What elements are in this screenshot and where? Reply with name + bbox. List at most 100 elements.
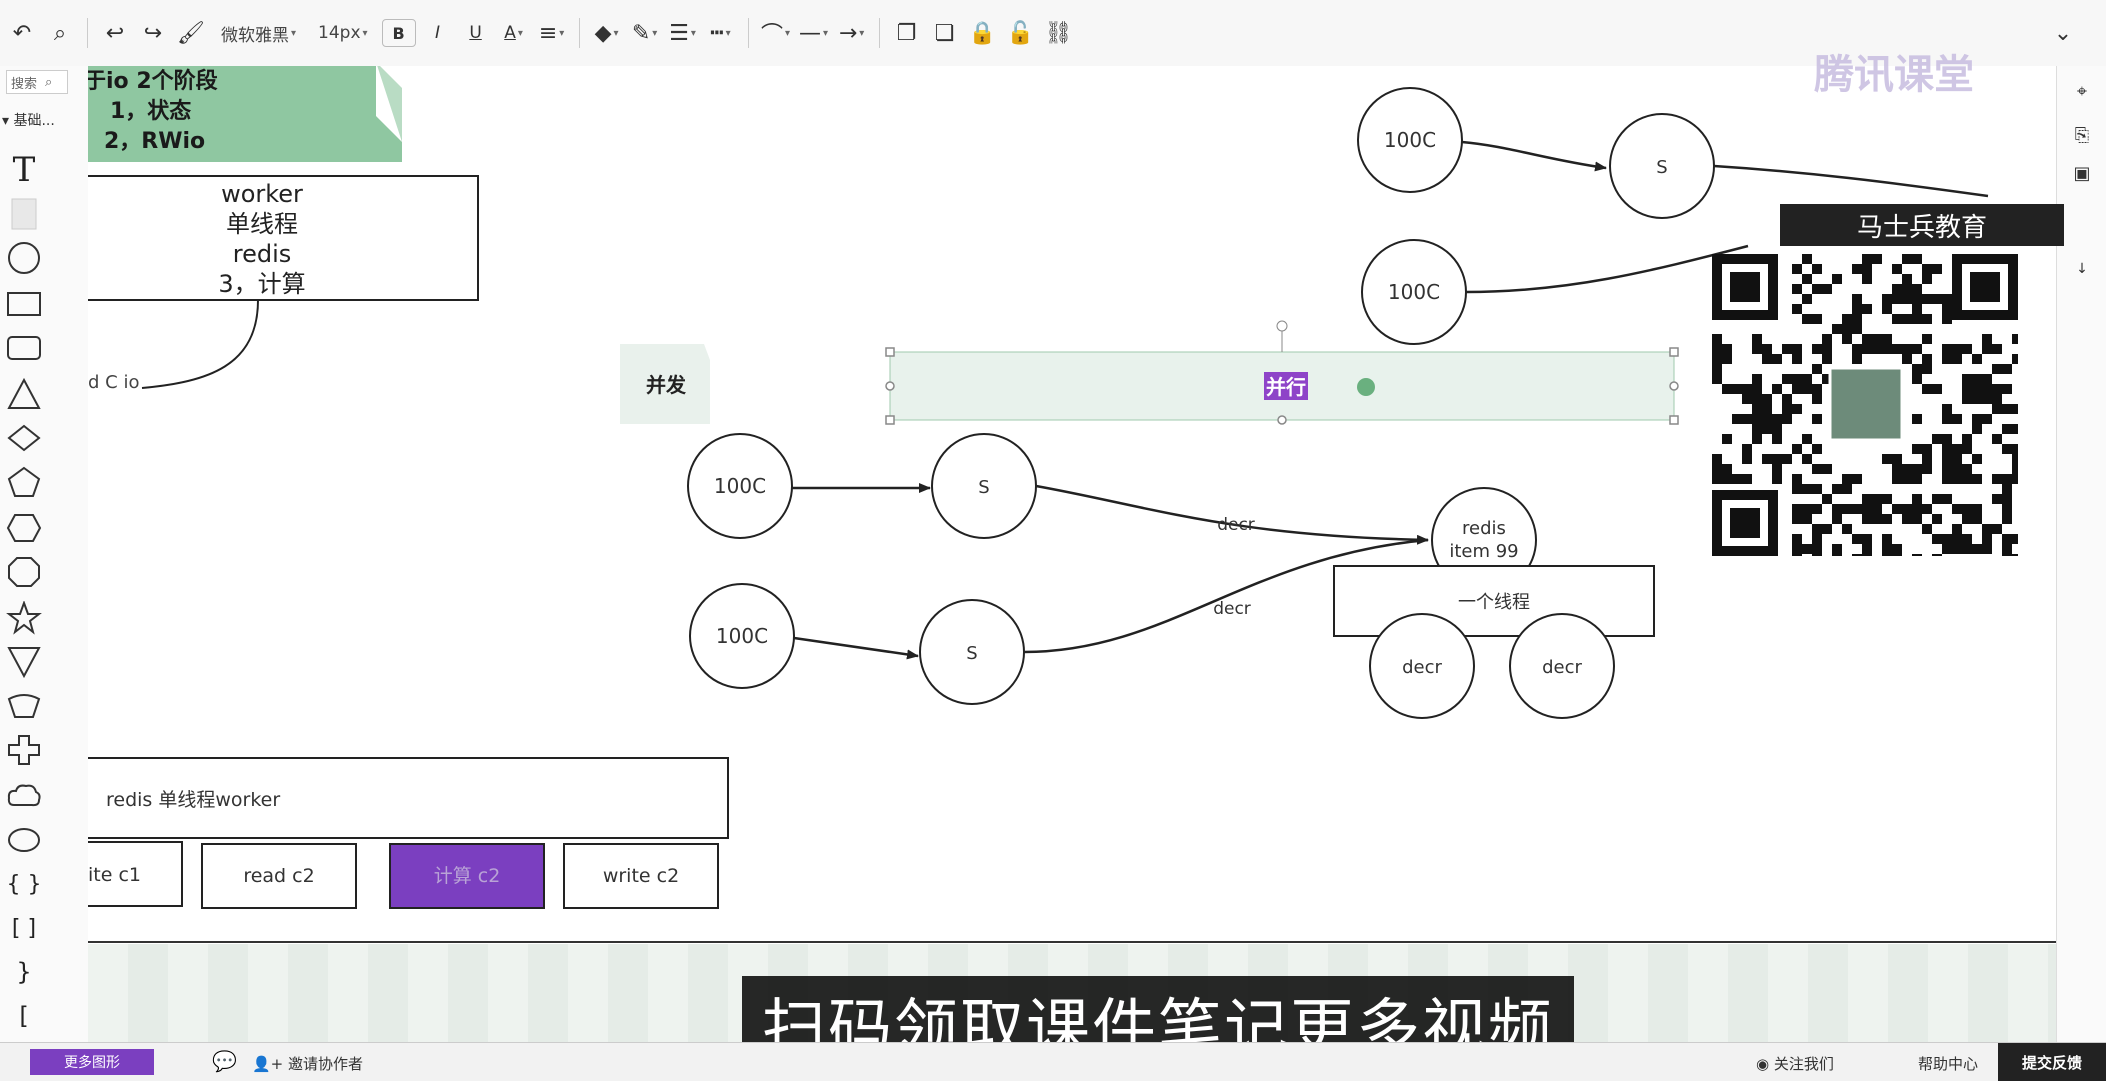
undo-icon[interactable]: ↶ [12,20,32,46]
edge-row2[interactable] [793,636,919,660]
text-shape-icon[interactable]: T [12,150,36,190]
style-panel-icon[interactable]: ⎘ [2074,124,2090,146]
expand-down-icon[interactable]: ↓ [2076,261,2088,277]
trapezoid-shape-icon[interactable] [4,686,44,726]
chat-icon[interactable]: 💬 [212,1049,237,1073]
send-back-icon[interactable]: ❏ [934,20,955,46]
format-painter-icon[interactable]: 🖌 [177,20,205,46]
qr-module [1812,534,1822,544]
page-panel-icon[interactable]: ▣ [2073,162,2091,184]
ellipse-shape-icon[interactable] [4,820,44,860]
node-100c-row1[interactable]: 100C [687,433,793,539]
node-100c-top1[interactable]: 100C [1357,87,1463,193]
note-concurrency-label: 并发 [646,373,687,397]
fill-color-icon[interactable]: ◆▾ [594,20,619,46]
line-color-icon[interactable]: ✎▾ [631,20,658,46]
resize-handle[interactable] [1669,347,1679,357]
worker-line-4: 3，计算 [218,270,305,298]
qr-module [1952,504,1962,514]
help-center-link[interactable]: 帮助中心 [1918,1053,1978,1074]
edge-decr-1[interactable] [1035,484,1429,545]
step-compute-c2[interactable]: 计算 c2 [389,843,545,909]
worker-bar[interactable]: redis 单线程worker [88,757,729,839]
edge-decr-2[interactable] [1023,538,1429,654]
font-color-button[interactable]: A▾ [498,13,530,53]
note-concurrency[interactable]: 并发 [620,344,710,424]
rectangle-shape-icon[interactable] [4,284,44,324]
underline-button[interactable]: U [469,23,482,43]
bracket-left-shape-icon[interactable]: [ [19,1002,29,1030]
lock-icon[interactable]: 🔒 [968,20,997,46]
brackets-shape-icon[interactable]: [ ] [11,915,37,941]
node-s-top1[interactable]: S [1609,113,1715,219]
cloud-shape-icon[interactable] [4,776,44,816]
octagon-shape-icon[interactable] [4,552,44,592]
unlock-icon[interactable]: 🔓 [1006,20,1035,46]
bring-front-icon[interactable]: ❐ [896,20,917,46]
rounded-rectangle-shape-icon[interactable] [4,328,44,368]
resize-handle[interactable] [885,381,895,391]
resize-handle[interactable] [1277,415,1287,425]
brace-right-shape-icon[interactable]: } [16,958,32,986]
line-style-icon[interactable]: ┅▾ [710,20,731,46]
triangle-shape-icon[interactable] [4,374,44,414]
inverted-triangle-shape-icon[interactable] [4,642,44,682]
resize-handle[interactable] [885,347,895,357]
resize-handle[interactable] [885,415,895,425]
node-s-row2[interactable]: S [919,599,1025,705]
crosshair-icon[interactable]: ⌖ [2076,80,2088,102]
resize-handle[interactable] [1669,381,1679,391]
note-io-stages[interactable]: 于io 2个阶段 1，状态 2，RWio [88,66,402,162]
diamond-shape-icon[interactable] [4,418,44,458]
qr-module [1802,254,1812,264]
connector-curve-icon[interactable]: ⌒▾ [761,23,791,48]
star-shape-icon[interactable] [4,598,44,638]
qr-module [2012,424,2022,434]
arrow-end-icon[interactable]: →▾ [838,20,865,46]
font-size-select[interactable]: 14px▾ [310,13,376,53]
rotate-handle[interactable] [1276,320,1288,332]
step-write-c2[interactable]: write c2 [563,843,719,909]
node-s-row1[interactable]: S [931,433,1037,539]
worker-connector[interactable] [141,299,259,389]
step-write-c1[interactable]: ite c1 [88,841,183,907]
node-100c-top2[interactable]: 100C [1361,239,1467,345]
qr-module [1962,464,1972,474]
node-decr-right[interactable]: decr [1509,613,1615,719]
submit-feedback-button[interactable]: 提交反馈 [1998,1043,2106,1081]
step-read-c2[interactable]: read c2 [201,843,357,909]
selected-textbox[interactable]: 并行 [885,320,1679,425]
edge-top1[interactable] [1461,140,1607,172]
hexagon-shape-icon[interactable] [4,508,44,548]
qr-module [1812,544,1822,554]
node-100c-row2[interactable]: 100C [689,583,795,689]
undo-arrow-icon[interactable]: ↩ [105,20,125,46]
follow-us-button[interactable]: ◉ 关注我们 [1756,1053,1834,1074]
braces-shape-icon[interactable]: { } [6,871,42,897]
edge-top1-out[interactable] [1713,164,1989,198]
line-icon[interactable]: —▾ [799,20,829,46]
font-family-select[interactable]: 微软雅黑▾ [213,13,304,53]
edge-top2[interactable] [1465,244,1749,294]
node-decr-left[interactable]: decr [1369,613,1475,719]
note-shape-icon[interactable] [4,194,44,234]
align-icon[interactable]: ≡▾ [538,20,565,46]
more-shapes-button[interactable]: 更多图形 [30,1049,154,1075]
cross-shape-icon[interactable] [4,730,44,770]
search-input[interactable]: 搜索 ⌕ [6,70,68,94]
circle-shape-icon[interactable] [4,238,44,278]
italic-button[interactable]: I [435,23,441,43]
category-basic[interactable]: ▾ 基础... [2,113,55,129]
line-width-icon[interactable]: ☰▾ [669,20,696,46]
bold-button[interactable]: B [381,19,416,47]
search-zoom-icon[interactable]: ⌕ [53,20,67,46]
thread-box[interactable]: 一个线程 [1333,565,1655,637]
resize-handle[interactable] [1669,415,1679,425]
qr-module [1952,454,1962,464]
redo-arrow-icon[interactable]: ↪ [143,20,163,46]
link-icon[interactable]: ⛓ [1044,20,1073,46]
worker-box[interactable]: worker 单线程 redis 3，计算 [88,175,479,301]
pentagon-shape-icon[interactable] [4,462,44,502]
collapse-toolbar-icon[interactable]: ⌄ [2053,20,2073,46]
invite-button[interactable]: 👤+ 邀请协作者 [252,1053,363,1074]
